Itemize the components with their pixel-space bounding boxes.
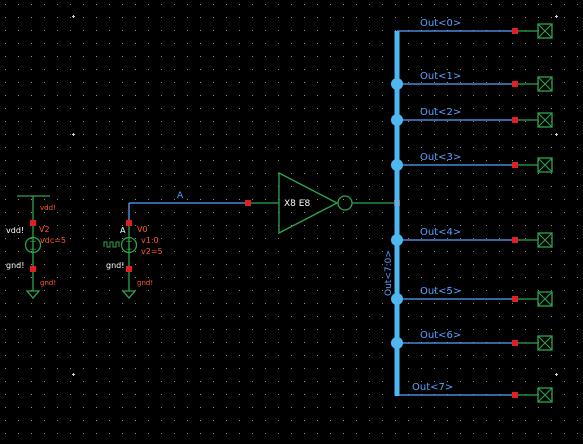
output-net-label: Out<1> xyxy=(420,71,461,82)
output-net-label: Out<2> xyxy=(420,107,461,118)
vdc-minus-sign: − xyxy=(29,245,37,255)
pulse-top-terminal-label: A xyxy=(120,226,126,235)
inverter-triangle xyxy=(278,171,339,235)
output-port-icon[interactable] xyxy=(537,76,553,92)
output-pin[interactable] xyxy=(512,340,518,346)
pulse-instance-name: V0 xyxy=(137,225,148,234)
output-branch[interactable]: Out<5> xyxy=(391,286,553,307)
vdc-ground-icon xyxy=(25,290,41,299)
vdc-top-net-label: vdd! xyxy=(40,204,56,212)
output-pin[interactable] xyxy=(512,81,518,87)
vdc-instance-name: V2 xyxy=(39,225,50,234)
output-net-label: Out<7> xyxy=(412,382,453,393)
vdc-bottom-net-label: gnd! xyxy=(40,279,56,287)
input-net-label: A xyxy=(177,191,184,201)
inverter[interactable]: X8 E8 xyxy=(278,171,400,235)
output-pin[interactable] xyxy=(512,117,518,123)
pulse-plus-sign: + xyxy=(125,237,133,247)
vdc-bottom-pin[interactable] xyxy=(30,266,36,272)
pulse-bottom-net-label: gnd! xyxy=(137,279,153,287)
pulse-waveform-icon xyxy=(103,241,120,248)
output-pin[interactable] xyxy=(512,162,518,168)
output-net-label: Out<6> xyxy=(420,330,461,341)
output-branch[interactable]: Out<1> xyxy=(391,71,553,92)
inverter-instance-label: X8 E8 xyxy=(284,199,310,209)
output-port-icon[interactable] xyxy=(537,387,553,403)
output-pin[interactable] xyxy=(512,237,518,243)
vdc-bottom-terminal-label: gnd! xyxy=(6,261,24,270)
input-net[interactable]: A xyxy=(129,191,279,206)
vdc-source-circle xyxy=(24,236,42,254)
vdc-top-pin[interactable] xyxy=(30,220,36,226)
output-port-icon[interactable] xyxy=(537,335,553,351)
pulse-source-circle xyxy=(120,236,138,254)
bus-tap-dot xyxy=(391,234,403,246)
vdc-source[interactable]: + − vdd! vdd! V2 vdc=5 gnd! gnd! xyxy=(6,195,66,299)
output-pin[interactable] xyxy=(512,28,518,34)
output-branch[interactable]: Out<6> xyxy=(391,330,553,351)
vdc-terminal-label: vdd! xyxy=(6,226,24,235)
bus-label: Out<7:0> xyxy=(384,250,394,296)
pulse-param-v2: v2=5 xyxy=(141,247,163,256)
output-port-icon[interactable] xyxy=(537,291,553,307)
output-port-cross xyxy=(537,232,553,248)
output-branch[interactable]: Out<0> xyxy=(397,18,553,39)
output-branch[interactable]: Out<2> xyxy=(391,107,553,128)
output-port-icon[interactable] xyxy=(537,232,553,248)
output-port-cross xyxy=(537,23,553,39)
output-port-cross xyxy=(537,157,553,173)
output-port-cross xyxy=(537,291,553,307)
output-branch[interactable]: Out<4> xyxy=(391,227,553,248)
vdc-param: vdc=5 xyxy=(40,236,66,245)
vdc-plus-sign: + xyxy=(29,237,37,247)
inverter-bubble xyxy=(337,195,353,211)
output-port-cross xyxy=(537,112,553,128)
output-port-cross xyxy=(537,335,553,351)
inverter-input-pin[interactable] xyxy=(245,200,251,206)
output-branch[interactable]: Out<3> xyxy=(391,152,553,173)
bus-tap-dot xyxy=(391,78,403,90)
output-port-cross xyxy=(537,76,553,92)
output-net-label: Out<0> xyxy=(420,18,461,29)
output-branches: Out<0> Out<1> Out<2> Out<3> Out<4> Out<5> Out<… xyxy=(391,18,553,403)
pulse-bottom-terminal-label: gnd! xyxy=(106,261,124,270)
output-net-label: Out<5> xyxy=(420,286,461,297)
bus-tap-dot xyxy=(391,337,403,349)
pulse-param-v1: v1:0 xyxy=(141,236,159,245)
output-pin[interactable] xyxy=(512,392,518,398)
pulse-bottom-pin[interactable] xyxy=(126,266,132,272)
output-port-icon[interactable] xyxy=(537,23,553,39)
output-port-icon[interactable] xyxy=(537,112,553,128)
grid xyxy=(5,4,578,434)
pulse-top-pin[interactable] xyxy=(126,220,132,226)
pulse-ground-icon xyxy=(121,290,137,299)
output-branch[interactable]: Out<7> xyxy=(397,382,553,403)
output-net-label: Out<3> xyxy=(420,152,461,163)
output-net-label: Out<4> xyxy=(420,227,461,238)
bus-tap-dot xyxy=(391,114,403,126)
bus-tap-dot xyxy=(391,293,403,305)
pulse-minus-sign: − xyxy=(125,245,133,255)
output-port-icon[interactable] xyxy=(537,157,553,173)
output-port-cross xyxy=(537,387,553,403)
bus-tap-dot xyxy=(391,159,403,171)
pulse-source[interactable]: + − A V0 v1:0 v2=5 gnd! gnd! xyxy=(103,203,163,299)
output-pin[interactable] xyxy=(512,296,518,302)
bus[interactable]: Out<7:0> xyxy=(384,31,400,396)
